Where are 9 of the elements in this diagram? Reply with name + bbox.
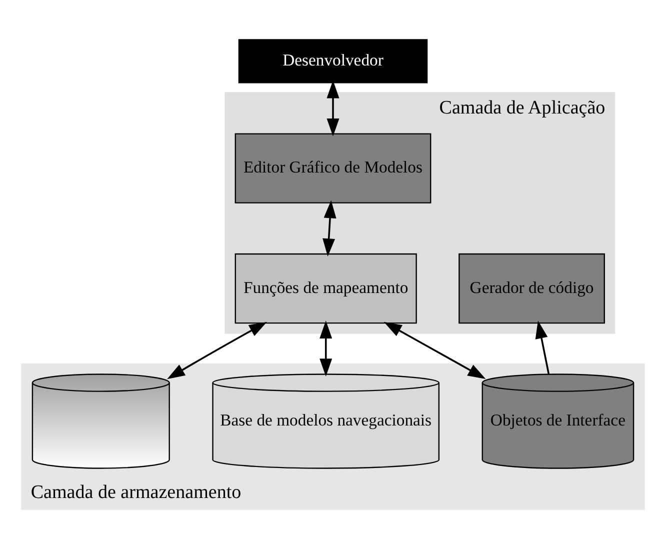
arrow — [167, 321, 267, 379]
node-box: Gerador de código — [458, 252, 605, 324]
arrow — [384, 321, 486, 379]
arrow — [535, 320, 550, 374]
arrow — [322, 200, 336, 256]
node-box: Funções de mapeamento — [234, 252, 417, 324]
node-box: Desenvolvedor — [238, 38, 428, 83]
node-box: Editor Gráfico de Modelos — [234, 132, 432, 203]
arrow — [320, 320, 332, 376]
